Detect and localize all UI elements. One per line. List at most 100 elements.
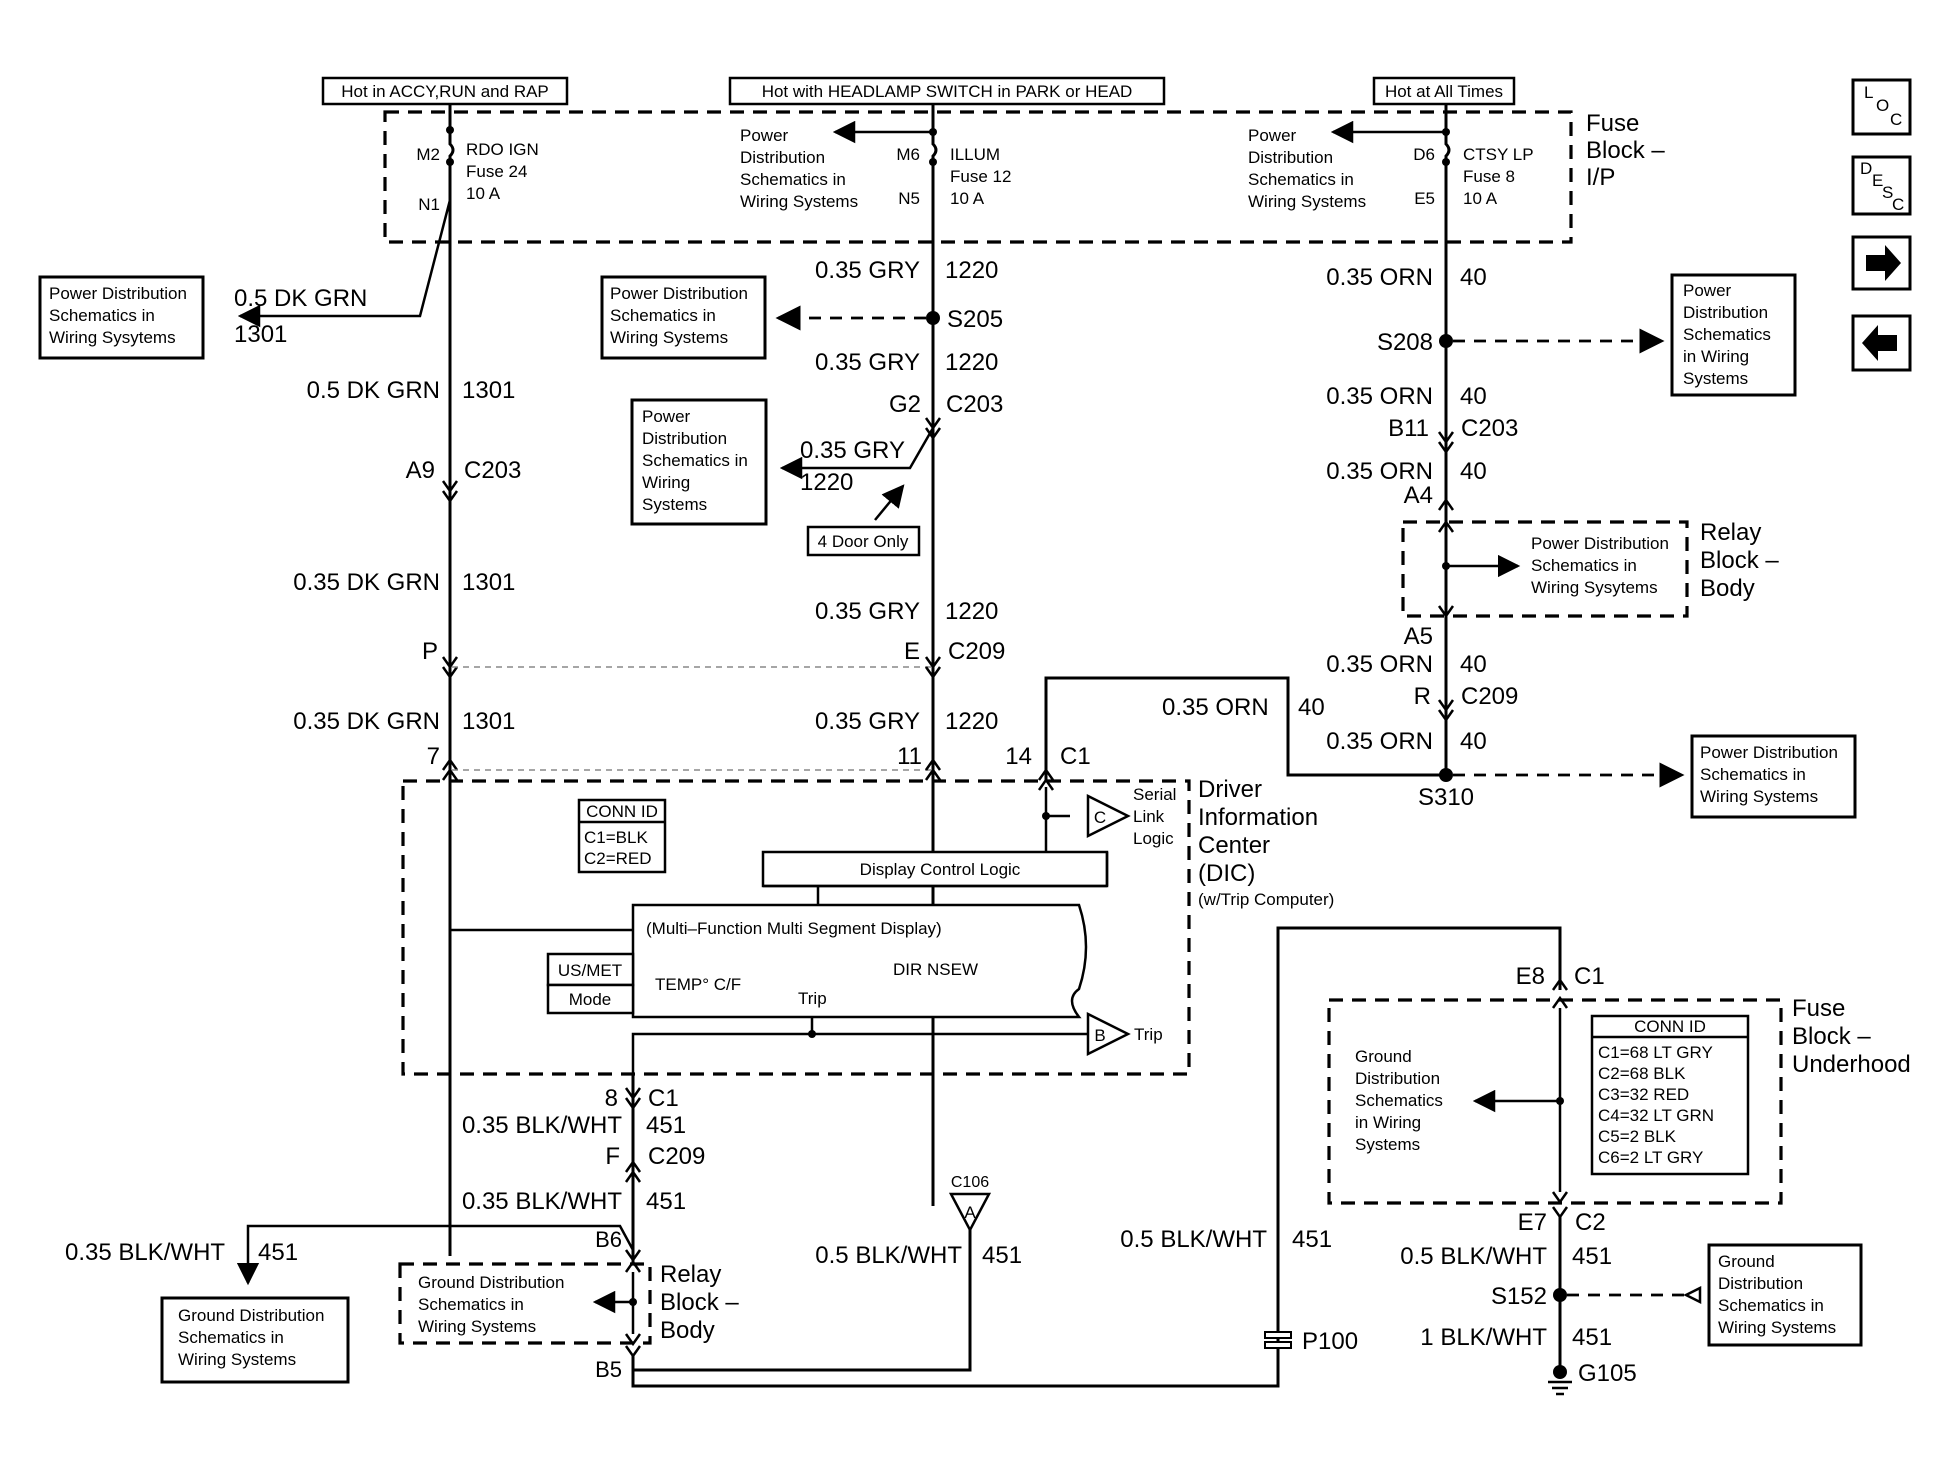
svg-text:0.35 BLK/WHT: 0.35 BLK/WHT: [462, 1112, 622, 1139]
svg-text:0.35 ORN: 0.35 ORN: [1326, 383, 1433, 410]
svg-text:451: 451: [982, 1242, 1022, 1269]
svg-text:C106: C106: [951, 1174, 989, 1191]
ref-pd-s208: Power Distribution Schematics in Wiring …: [1670, 273, 1797, 397]
ref-pd-left: Power Distribution Schematics in Wiring …: [38, 275, 205, 360]
svg-text:Fuse 8: Fuse 8: [1463, 167, 1515, 186]
svg-text:14: 14: [1005, 743, 1032, 770]
svg-text:Ground Distribution: Ground Distribution: [178, 1306, 324, 1325]
dic-outline: [401, 779, 1191, 1076]
svg-text:A9: A9: [406, 457, 435, 484]
svg-text:7: 7: [427, 743, 440, 770]
svg-text:40: 40: [1298, 694, 1325, 721]
svg-text:Wiring Systems: Wiring Systems: [418, 1317, 536, 1336]
svg-text:F: F: [605, 1143, 620, 1170]
wire-451-to-fuse-uh: [631, 926, 1562, 1388]
svg-text:0.35 GRY: 0.35 GRY: [815, 349, 920, 376]
svg-text:C209: C209: [948, 638, 1005, 665]
svg-text:E8: E8: [1516, 963, 1545, 990]
connector-c209-col1: [441, 656, 459, 680]
svg-text:Schematics in: Schematics in: [642, 451, 748, 470]
svg-text:(DIC): (DIC): [1198, 860, 1255, 887]
us-met-button[interactable]: US/MET: [546, 952, 635, 987]
power-all-times-label: Hot at All Times: [1372, 76, 1516, 106]
svg-text:0.35 GRY: 0.35 GRY: [815, 708, 920, 735]
svg-text:1301: 1301: [462, 377, 515, 404]
svg-text:Block –: Block –: [1586, 137, 1665, 164]
svg-text:C1: C1: [1060, 743, 1091, 770]
svg-text:P: P: [422, 638, 438, 665]
svg-text:Hot at All Times: Hot at All Times: [1385, 82, 1503, 101]
svg-text:US/MET: US/MET: [558, 961, 622, 980]
svg-text:Hot with HEADLAMP SWITCH in PA: Hot with HEADLAMP SWITCH in PARK or HEAD: [762, 82, 1133, 101]
ref-pd-relay-upper: Power Distribution Schematics in Wiring …: [1531, 534, 1669, 597]
svg-text:451: 451: [646, 1188, 686, 1215]
left-arrow-icon[interactable]: [1851, 314, 1912, 372]
svg-text:Logic: Logic: [1133, 829, 1174, 848]
svg-text:E: E: [1872, 171, 1883, 190]
svg-text:(w/Trip Computer): (w/Trip Computer): [1198, 890, 1334, 909]
svg-text:Schematics in: Schematics in: [610, 306, 716, 325]
svg-text:Wiring Systems: Wiring Systems: [1700, 787, 1818, 806]
svg-text:C1=BLK: C1=BLK: [584, 828, 648, 847]
svg-text:C1: C1: [1574, 963, 1605, 990]
svg-text:Ground Distribution: Ground Distribution: [418, 1273, 564, 1292]
dic-title: Driver Information Center (DIC) (w/Trip …: [1198, 776, 1334, 909]
svg-text:Schematics in: Schematics in: [49, 306, 155, 325]
svg-text:A5: A5: [1404, 623, 1433, 650]
svg-text:Body: Body: [660, 1317, 715, 1344]
ref-pd-s310: Power Distribution Schematics in Wiring …: [1690, 734, 1857, 819]
rdo-name: RDO IGN: [466, 140, 539, 159]
svg-text:Fuse: Fuse: [1792, 995, 1845, 1022]
svg-text:Wiring Systems: Wiring Systems: [178, 1350, 296, 1369]
svg-text:Center: Center: [1198, 832, 1270, 859]
svg-text:R: R: [1414, 683, 1431, 710]
fuse-block-underhood-title: Fuse Block – Underhood: [1792, 995, 1911, 1078]
svg-text:E: E: [904, 638, 920, 665]
svg-text:Schematics: Schematics: [1683, 325, 1771, 344]
rdo-amps: 10 A: [466, 184, 501, 203]
svg-text:11: 11: [897, 743, 922, 770]
svg-text:1220: 1220: [945, 349, 998, 376]
svg-text:1 BLK/WHT: 1 BLK/WHT: [1420, 1324, 1547, 1351]
svg-text:S208: S208: [1377, 329, 1433, 356]
svg-text:451: 451: [1572, 1243, 1612, 1270]
svg-text:1220: 1220: [945, 598, 998, 625]
splice-s205: [926, 311, 940, 325]
svg-text:10 A: 10 A: [950, 189, 985, 208]
splice-s208: [1439, 334, 1453, 348]
svg-text:C2=RED: C2=RED: [584, 849, 652, 868]
svg-text:Distribution: Distribution: [1248, 148, 1333, 167]
right-arrow-icon[interactable]: [1851, 235, 1912, 291]
rdo-out-pin: N1: [418, 195, 440, 214]
serial-link-label: Serial Link Logic: [1133, 785, 1176, 848]
loc-icon[interactable]: L O C: [1851, 78, 1912, 136]
svg-text:Power Distribution: Power Distribution: [1700, 743, 1838, 762]
four-door-only-label: 4 Door Only: [806, 525, 921, 557]
svg-text:0.35 ORN: 0.35 ORN: [1326, 458, 1433, 485]
svg-text:0.5 BLK/WHT: 0.5 BLK/WHT: [1120, 1226, 1267, 1253]
svg-text:Wiring Systems: Wiring Systems: [740, 192, 858, 211]
svg-text:C1: C1: [648, 1085, 679, 1112]
svg-text:O: O: [1876, 96, 1889, 115]
svg-text:Power: Power: [642, 407, 691, 426]
svg-text:0.35 BLK/WHT: 0.35 BLK/WHT: [462, 1188, 622, 1215]
svg-text:Schematics in: Schematics in: [1718, 1296, 1824, 1315]
wire-1220: [931, 104, 938, 1206]
svg-text:in Wiring: in Wiring: [1683, 347, 1749, 366]
svg-text:0.35 GRY: 0.35 GRY: [815, 257, 920, 284]
svg-text:Schematics in: Schematics in: [418, 1295, 524, 1314]
svg-text:451: 451: [1292, 1226, 1332, 1253]
mode-button[interactable]: Mode: [546, 983, 635, 1015]
svg-text:A: A: [964, 1203, 976, 1222]
connector-c203-col1: [441, 480, 459, 504]
svg-text:Driver: Driver: [1198, 776, 1262, 803]
svg-text:Wiring Sysytems: Wiring Sysytems: [49, 328, 176, 347]
svg-text:Wiring: Wiring: [642, 473, 690, 492]
svg-text:Serial: Serial: [1133, 785, 1176, 804]
svg-text:C209: C209: [648, 1143, 705, 1170]
svg-text:Relay: Relay: [660, 1261, 721, 1288]
desc-icon[interactable]: D E S C: [1851, 155, 1912, 216]
svg-text:C203: C203: [1461, 415, 1518, 442]
svg-text:1301: 1301: [234, 321, 287, 348]
svg-text:C203: C203: [946, 391, 1003, 418]
